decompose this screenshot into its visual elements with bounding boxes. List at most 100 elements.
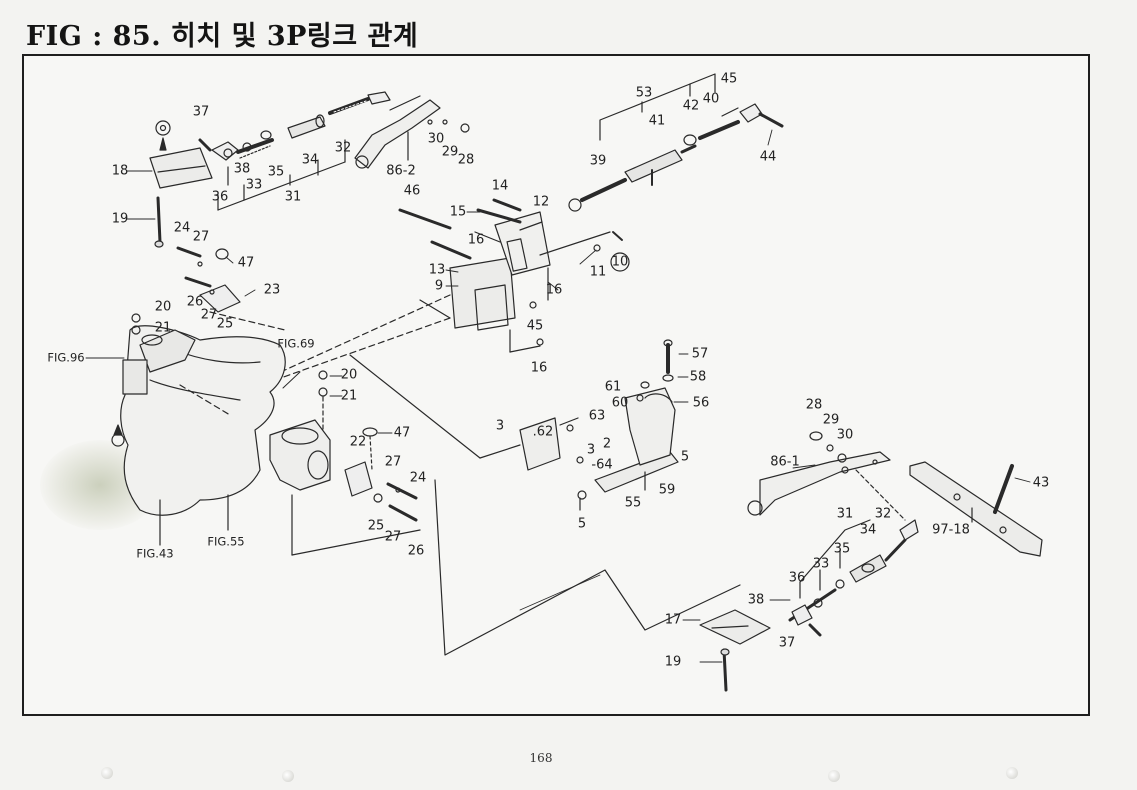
callout-45b: 45	[526, 318, 544, 334]
callout-38b: 38	[747, 592, 765, 608]
callout-16c: 16	[530, 360, 548, 376]
binder-hole	[828, 770, 840, 782]
binder-hole	[101, 767, 113, 779]
callout-32: 32	[334, 140, 352, 156]
callout-26b: 26	[407, 543, 425, 559]
callout-33b: 33	[812, 556, 830, 572]
callout-33: 33	[245, 177, 263, 193]
callout-29b: 29	[822, 412, 840, 428]
callout-86-1: 86-1	[770, 454, 800, 470]
callout-19: 19	[111, 211, 129, 227]
mounting-hardware-lower	[176, 246, 421, 556]
callout-27b: 27	[200, 307, 218, 323]
callout-3a: 3	[495, 418, 505, 434]
callout-9: 9	[434, 278, 444, 294]
callout-27a: 27	[192, 229, 210, 245]
top-link-assembly-right	[568, 73, 784, 212]
callout-28b: 28	[805, 397, 823, 413]
callout-23: 23	[263, 282, 281, 298]
callout-58: 58	[689, 369, 707, 385]
callout-45: 45	[720, 71, 738, 87]
callout-62: .62	[532, 424, 554, 440]
callout-19b: 19	[664, 654, 682, 670]
top-link-assembly-upper	[149, 91, 470, 248]
callout-32b: 32	[874, 506, 892, 522]
callout-31b: 31	[836, 506, 854, 522]
binder-hole	[1006, 767, 1018, 779]
callout-35b: 35	[833, 541, 851, 557]
callout-37b: 37	[778, 635, 796, 651]
callout-36: 36	[211, 189, 229, 205]
callout-60: 60	[611, 395, 629, 411]
ref-fig-55: FIG.55	[207, 534, 245, 549]
callout-59: 59	[658, 482, 676, 498]
callout-47a: 47	[237, 255, 255, 271]
callout-5a: 5	[680, 449, 690, 465]
callout-14: 14	[491, 178, 509, 194]
callout-42: 42	[682, 98, 700, 114]
lift-arm-lower	[747, 431, 906, 521]
callout-55: 55	[624, 495, 642, 511]
callout-28: 28	[457, 152, 475, 168]
ref-fig-69: FIG.69	[277, 336, 315, 351]
callout-35: 35	[267, 164, 285, 180]
callout-5b: 5	[577, 516, 587, 532]
callout-44: 44	[759, 149, 777, 165]
callout-16b: 16	[545, 282, 563, 298]
callout-53: 53	[635, 85, 653, 101]
callout-41: 41	[648, 113, 666, 129]
page-title: FIG : 85. 히치 및 3P링크 관계	[26, 21, 419, 52]
callout-64: -64	[591, 457, 613, 473]
callout-86-2: 86-2	[386, 163, 416, 179]
connector-linework	[434, 479, 741, 656]
callout-57: 57	[691, 346, 709, 362]
top-link-assembly-lower	[699, 519, 919, 692]
bracket-assembly-center	[229, 198, 630, 396]
callout-29: 29	[441, 144, 459, 160]
callout-40: 40	[702, 91, 720, 107]
page-number: 168	[529, 751, 553, 765]
callout-11: 11	[589, 264, 607, 280]
callout-17: 17	[664, 612, 682, 628]
callout-97-18: 97-18	[932, 522, 970, 538]
drawbar	[909, 461, 1043, 557]
callout-27d: 27	[384, 529, 402, 545]
callout-30: 30	[427, 131, 445, 147]
callout-31: 31	[284, 189, 302, 205]
callout-leaders	[85, 129, 1031, 663]
callout-21b: 21	[340, 388, 358, 404]
callout-12: 12	[532, 194, 550, 210]
center-right-bracket-assembly	[349, 339, 679, 511]
callout-36b: 36	[788, 570, 806, 586]
callout-37: 37	[192, 104, 210, 120]
callout-24a: 24	[173, 220, 191, 236]
callout-25b: 25	[367, 518, 385, 534]
ref-fig-43: FIG.43	[136, 546, 174, 561]
callout-43: 43	[1032, 475, 1050, 491]
callout-46: 46	[403, 183, 421, 199]
ref-fig-96: FIG.96	[47, 350, 85, 365]
engine-transmission-block	[111, 311, 331, 546]
callout-10: 10	[611, 254, 629, 270]
callout-47b: 47	[393, 425, 411, 441]
callout-27c: 27	[384, 454, 402, 470]
binder-hole	[282, 770, 294, 782]
callout-2: 2	[602, 436, 612, 452]
callout-56: 56	[692, 395, 710, 411]
callout-39: 39	[589, 153, 607, 169]
callout-18: 18	[111, 163, 129, 179]
callout-15: 15	[449, 204, 467, 220]
callout-34: 34	[301, 152, 319, 168]
callout-20a: 20	[154, 299, 172, 315]
callout-26a: 26	[186, 294, 204, 310]
callout-20b: 20	[340, 367, 358, 383]
callout-16a: 16	[467, 232, 485, 248]
callout-3b: 3	[586, 442, 596, 458]
callout-24b: 24	[409, 470, 427, 486]
callout-34b: 34	[859, 522, 877, 538]
callout-13: 13	[428, 262, 446, 278]
callout-22: 22	[349, 434, 367, 450]
callout-30b: 30	[836, 427, 854, 443]
callout-61: 61	[604, 379, 622, 395]
